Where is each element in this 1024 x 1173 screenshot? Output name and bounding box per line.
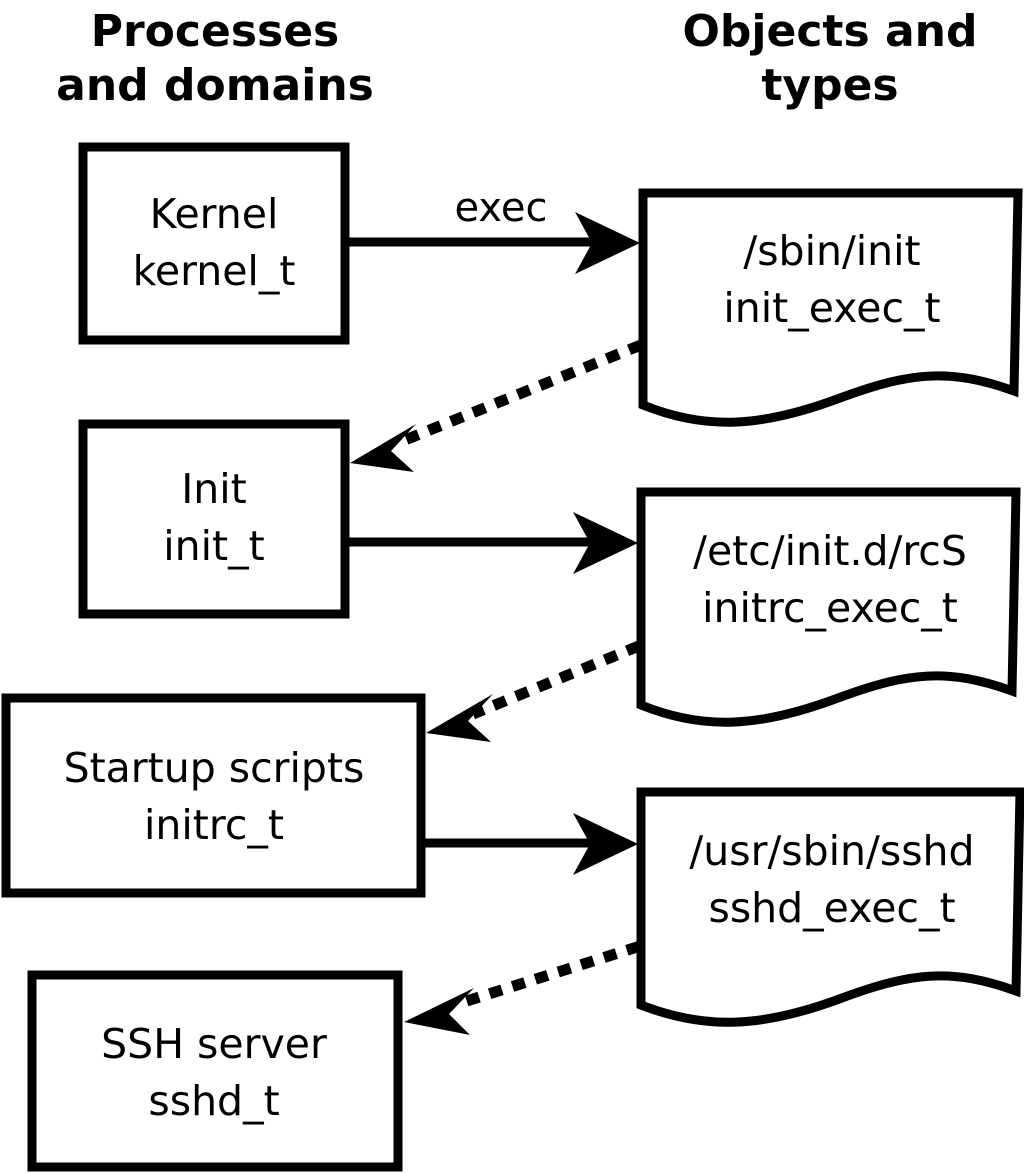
edge-initrc-exec-sshd_exec	[424, 813, 638, 875]
node-sshd-box[interactable]	[27, 970, 403, 1172]
edge-init_exec-transition-init	[350, 339, 644, 472]
node-sshd-line1: SSH server	[101, 1020, 327, 1068]
node-init_exec-document-shape[interactable]	[638, 188, 1023, 427]
edge-initrc_exec-transition-initrc	[426, 640, 642, 742]
node-initrc-line2: initrc_t	[144, 801, 284, 849]
edge-sshd_exec-transition-sshd	[404, 941, 641, 1035]
node-init[interactable]: Init init_t	[78, 419, 350, 619]
node-sshd_exec-line2: sshd_exec_t	[708, 884, 955, 932]
heading-processes-line2: and domains	[56, 60, 374, 111]
arrowhead-solid	[573, 813, 638, 875]
node-kernel-line2: kernel_t	[133, 247, 296, 295]
edge-label-exec: exec	[455, 185, 548, 231]
edge-kernel-exec-init_exec: exec	[348, 185, 640, 274]
edge-init-exec-initrc_exec	[348, 512, 638, 574]
node-sshd_exec-document-shape[interactable]	[636, 787, 1024, 1027]
column-heading-processes: Processes and domains	[56, 6, 374, 111]
node-sshd-line2: sshd_t	[148, 1077, 279, 1125]
edge-line	[392, 339, 644, 450]
arrowhead-dotted	[426, 694, 493, 742]
arrowhead-dotted	[404, 988, 474, 1035]
node-sshd_exec[interactable]: /usr/sbin/sshd sshd_exec_t	[636, 787, 1024, 1027]
node-kernel-box[interactable]	[78, 142, 350, 345]
node-initrc[interactable]: Startup scripts initrc_t	[1, 693, 426, 898]
arrowhead-dotted	[350, 424, 416, 472]
heading-processes-line1: Processes	[91, 6, 340, 57]
column-heading-objects: Objects and types	[683, 6, 978, 111]
edge-line	[463, 941, 641, 1007]
node-initrc_exec-line1: /etc/init.d/rcS	[693, 527, 967, 575]
node-kernel-line1: Kernel	[150, 190, 279, 238]
edge-line	[470, 640, 642, 720]
node-init_exec-line1: /sbin/init	[743, 227, 920, 275]
arrowhead-solid	[575, 212, 640, 274]
node-kernel[interactable]: Kernel kernel_t	[78, 142, 350, 345]
node-initrc_exec-line2: initrc_exec_t	[702, 584, 958, 632]
heading-objects-line1: Objects and	[683, 6, 978, 57]
node-initrc_exec-document-shape[interactable]	[636, 487, 1021, 727]
node-sshd[interactable]: SSH server sshd_t	[27, 970, 403, 1172]
arrowhead-solid	[573, 512, 638, 574]
heading-objects-line2: types	[761, 60, 898, 111]
node-init_exec-line2: init_exec_t	[723, 284, 940, 332]
node-sshd_exec-line1: /usr/sbin/sshd	[689, 827, 974, 875]
node-init-box[interactable]	[78, 419, 350, 619]
node-init_exec[interactable]: /sbin/init init_exec_t	[638, 188, 1023, 427]
node-initrc_exec[interactable]: /etc/init.d/rcS initrc_exec_t	[636, 487, 1021, 727]
node-initrc-line1: Startup scripts	[64, 744, 365, 792]
node-init-line1: Init	[181, 465, 247, 513]
node-initrc-box[interactable]	[1, 693, 426, 898]
node-init-line2: init_t	[163, 522, 264, 570]
